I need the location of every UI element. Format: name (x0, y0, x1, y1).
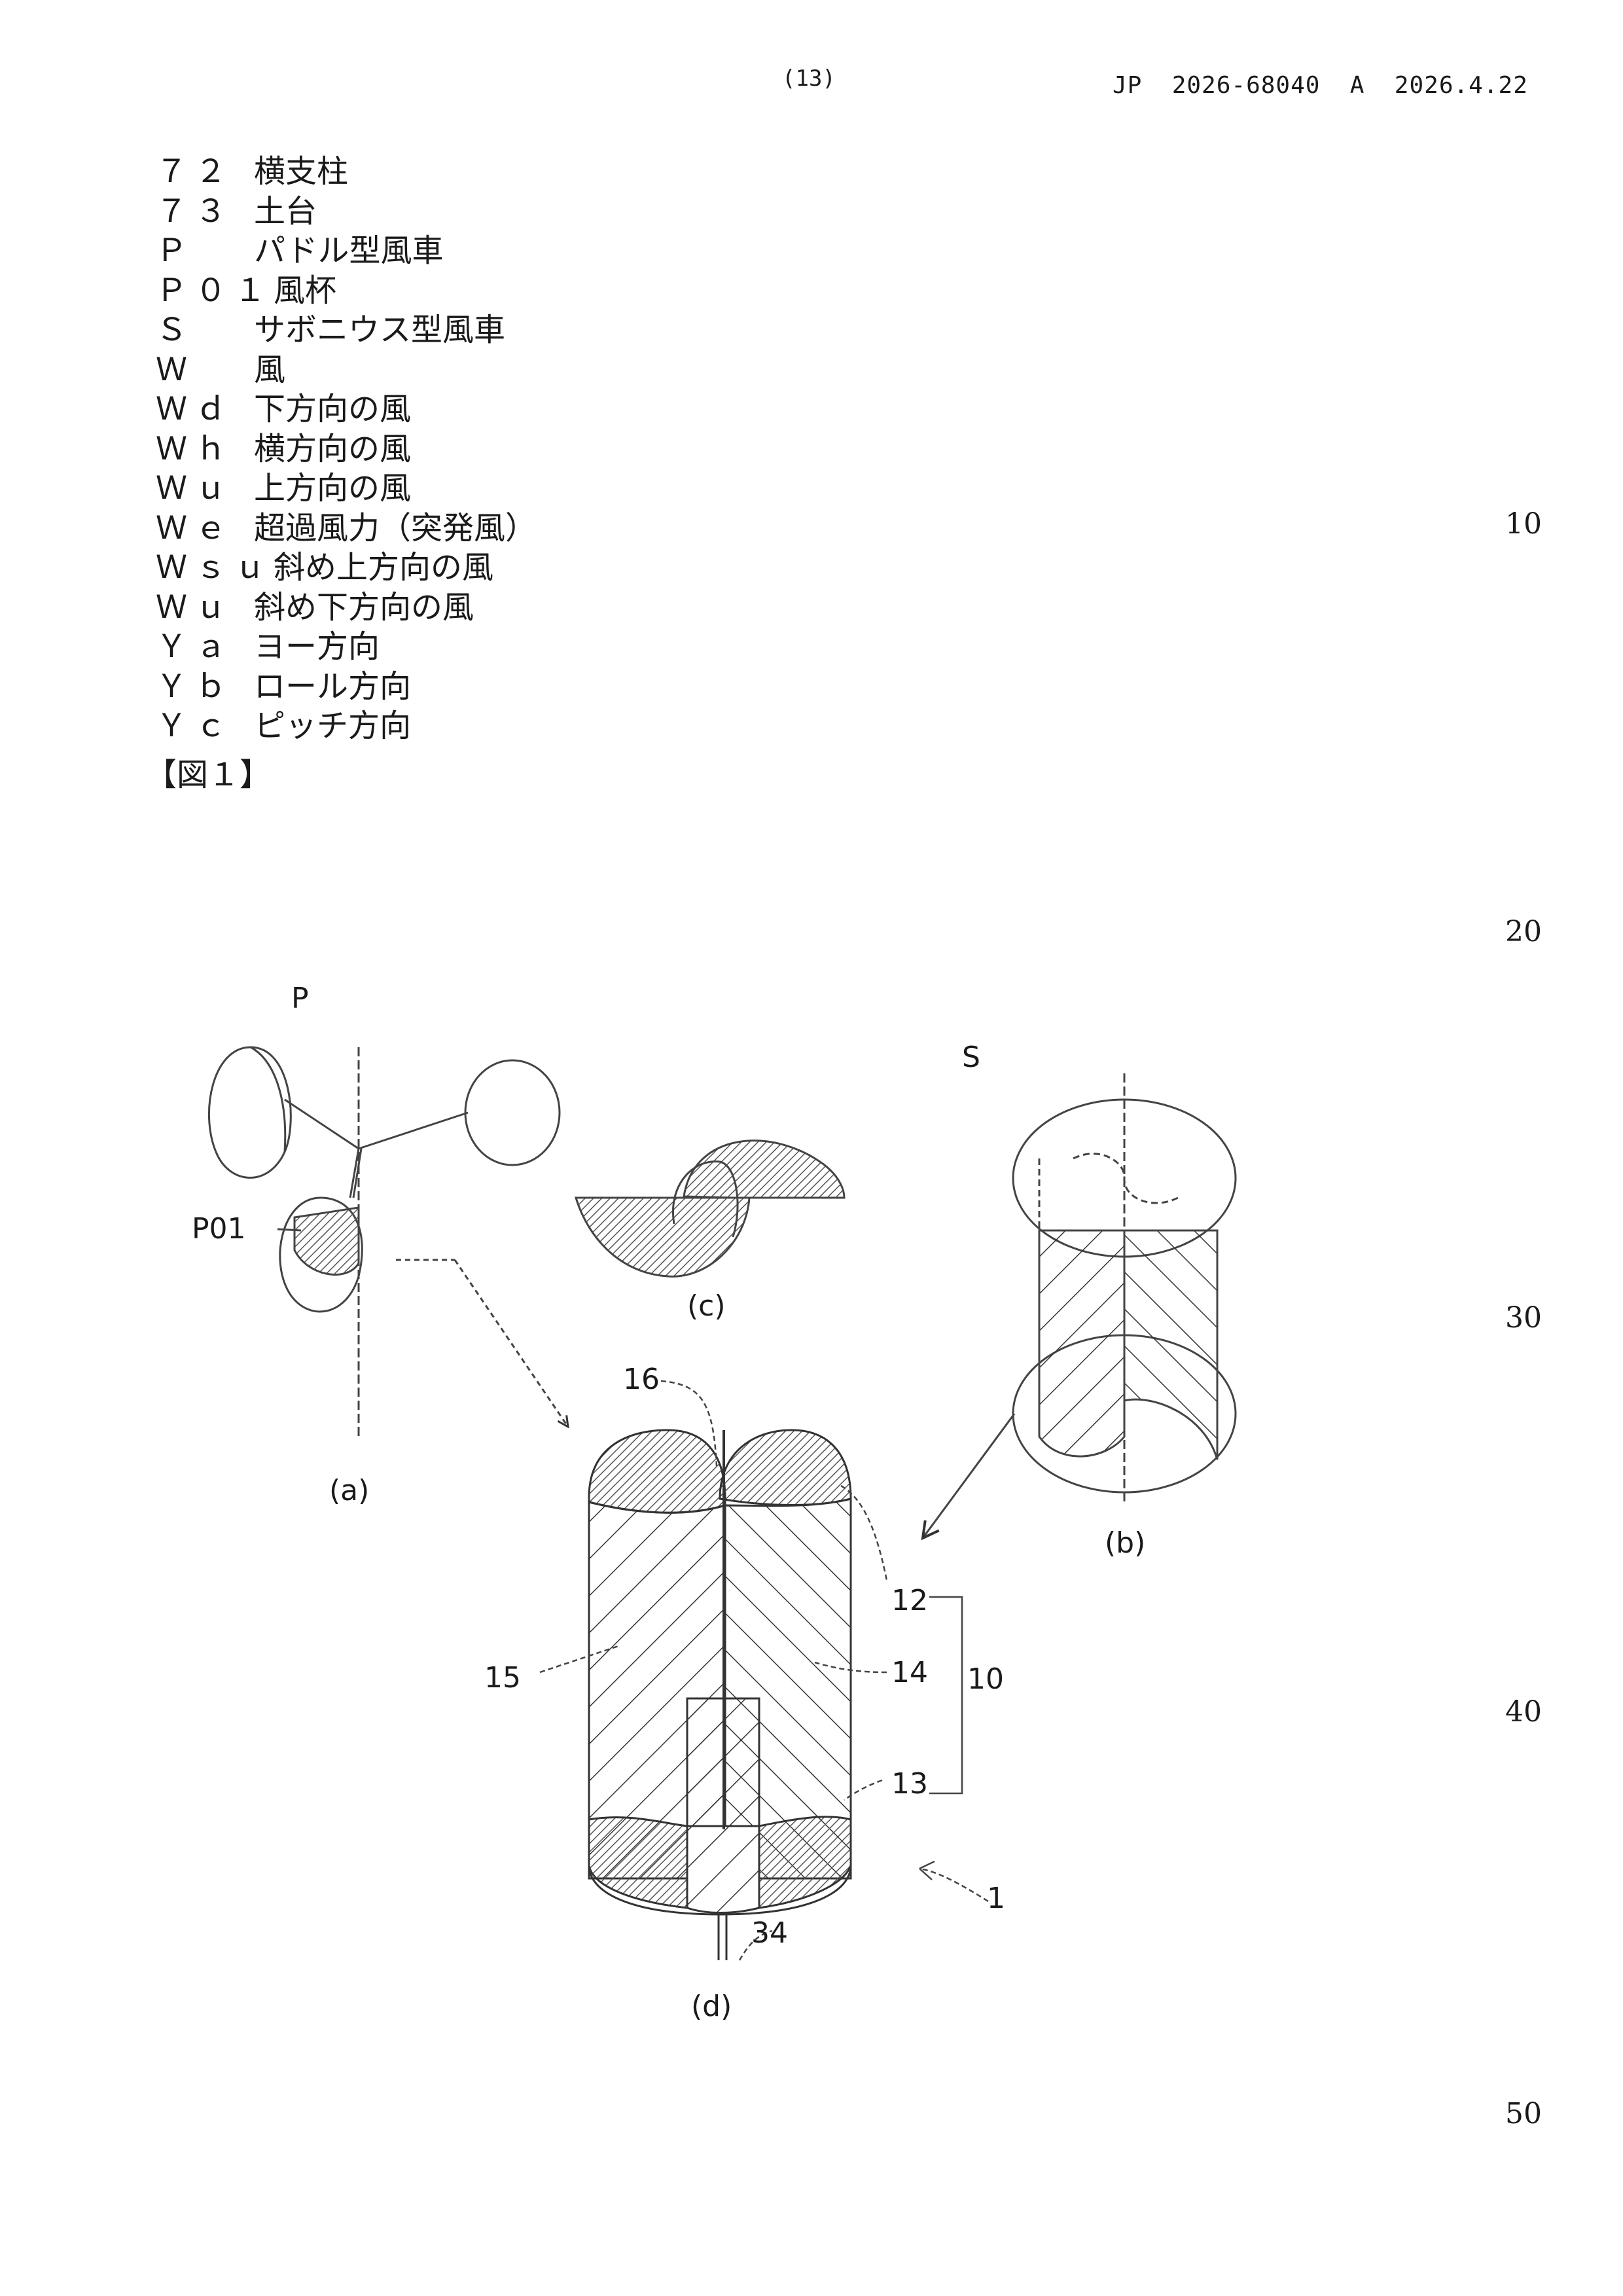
callout-34: 34 (751, 1916, 788, 1950)
subfigure-b-caption: (b) (1105, 1526, 1145, 1560)
subfigure-a-caption: (a) (329, 1474, 369, 1507)
callout-14: 14 (891, 1656, 928, 1689)
savonius-windmill-drawing (923, 1073, 1236, 1538)
paddle-windmill-drawing (209, 1047, 568, 1437)
cup-label: P01 (192, 1212, 246, 1246)
subfigure-d-caption: (d) (691, 1990, 732, 2023)
callout-16: 16 (623, 1363, 660, 1396)
cup-section-drawing (576, 1141, 844, 1277)
callout-1: 1 (987, 1882, 1005, 1915)
savonius-label: S (962, 1041, 980, 1074)
subfigure-c-caption: (c) (687, 1289, 726, 1323)
paddle-label: P (291, 982, 309, 1015)
callout-10: 10 (967, 1662, 1004, 1696)
callout-12: 12 (891, 1584, 928, 1617)
callout-13: 13 (891, 1767, 928, 1801)
combined-windmill-drawing (589, 1430, 851, 1960)
callout-15: 15 (484, 1661, 521, 1695)
